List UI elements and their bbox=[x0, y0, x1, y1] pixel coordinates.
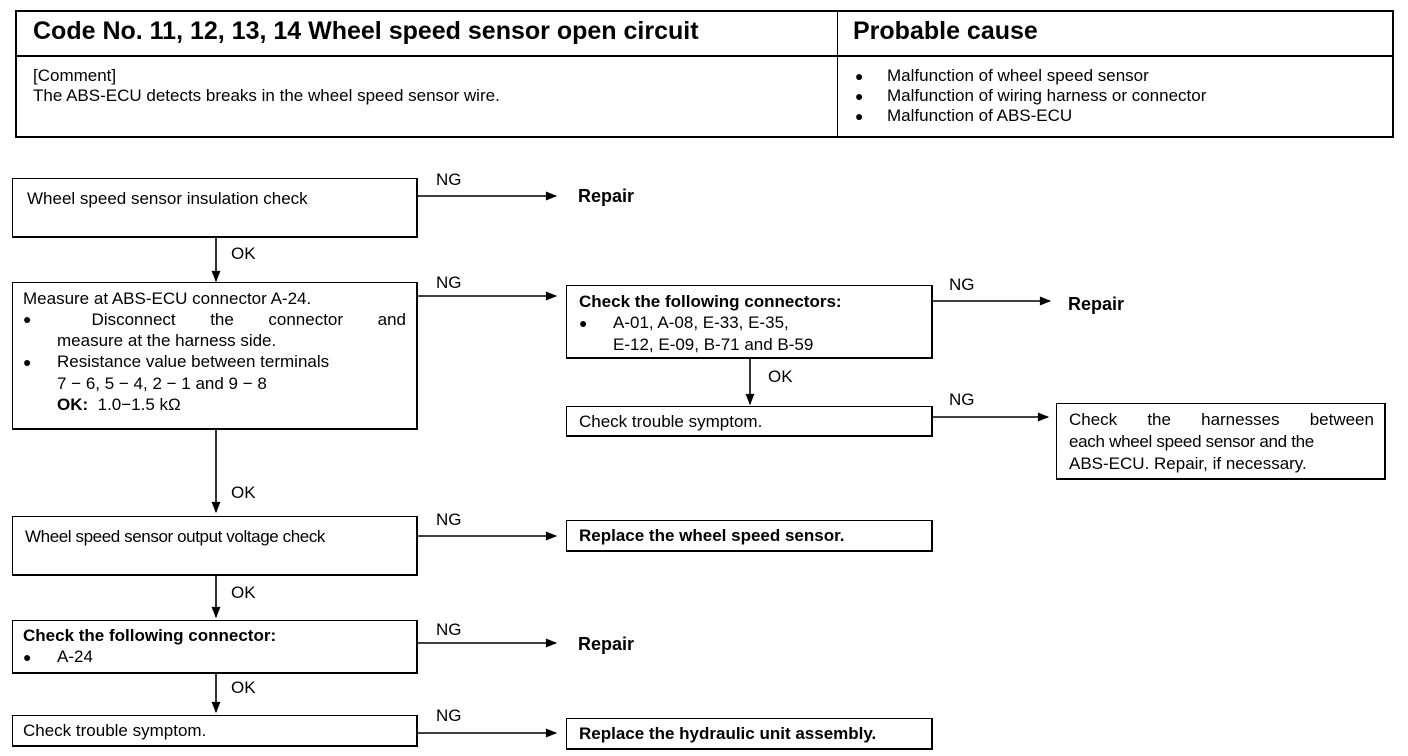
code-title: Code No. 11, 12, 13, 14 Wheel speed sens… bbox=[33, 17, 699, 45]
probable-cause-title: Probable cause bbox=[853, 17, 1038, 45]
ng-label: NG bbox=[949, 390, 975, 409]
header-column-divider bbox=[837, 12, 838, 136]
ok-label: OK bbox=[231, 483, 256, 502]
step-check-trouble-symptom-1: Check trouble symptom. bbox=[566, 406, 933, 437]
ok-label: OK bbox=[231, 678, 256, 697]
comment-text: The ABS-ECU detects breaks in the wheel … bbox=[33, 86, 500, 105]
result-check-harnesses: Check the harnesses between each wheel s… bbox=[1056, 403, 1386, 480]
ng-label: NG bbox=[436, 620, 462, 639]
ng-label: NG bbox=[436, 510, 462, 529]
step-check-connector-a24: Check the following connector: ●A-24 bbox=[12, 620, 418, 674]
ok-label: OK bbox=[768, 367, 793, 386]
step2-bullet-1: ● Disconnect the connector and bbox=[23, 310, 406, 329]
ng-label: NG bbox=[436, 170, 462, 189]
comment-label: [Comment] bbox=[33, 66, 117, 85]
bullet-icon: ● bbox=[855, 88, 864, 104]
ng-label: NG bbox=[949, 275, 975, 294]
bullet-icon: ● bbox=[23, 354, 32, 370]
ok-label: OK bbox=[231, 583, 256, 602]
ng-label: NG bbox=[436, 706, 462, 725]
step-check-connectors: Check the following connectors: ●A-01, A… bbox=[566, 285, 933, 359]
result-repair-3: Repair bbox=[578, 634, 635, 654]
ok-label: OK bbox=[231, 244, 256, 263]
result-replace-wheel-sensor: Replace the wheel speed sensor. bbox=[566, 520, 933, 552]
bullet-icon: ● bbox=[23, 649, 32, 665]
step-measure-connector: Measure at ABS-ECU connector A-24. ● Dis… bbox=[12, 282, 418, 430]
step-check-trouble-symptom-2: Check trouble symptom. bbox=[12, 715, 418, 747]
result-repair-1: Repair bbox=[578, 186, 635, 206]
step-insulation-check: Wheel speed sensor insulation check bbox=[12, 178, 418, 238]
bullet-icon: ● bbox=[855, 108, 864, 124]
bullet-icon: ● bbox=[855, 68, 864, 84]
cause-item: ●Malfunction of wiring harness or connec… bbox=[855, 86, 1207, 105]
step2-bullet-2: ●Resistance value between terminals bbox=[23, 352, 330, 371]
probable-cause-list: ●Malfunction of wheel speed sensor ●Malf… bbox=[853, 66, 1206, 126]
step2-ok-value: OK: 1.0−1.5 kΩ bbox=[57, 395, 181, 414]
cause-item: ●Malfunction of ABS-ECU bbox=[855, 106, 1073, 125]
result-repair-2: Repair bbox=[1068, 294, 1125, 314]
comment-block: [Comment] The ABS-ECU detects breaks in … bbox=[33, 66, 500, 106]
header-divider bbox=[17, 55, 1392, 57]
step-output-voltage-check: Wheel speed sensor output voltage check bbox=[12, 516, 418, 576]
bullet-icon: ● bbox=[579, 315, 588, 331]
bullet-icon: ● bbox=[23, 311, 32, 327]
result-replace-hydraulic-unit: Replace the hydraulic unit assembly. bbox=[566, 718, 933, 750]
cause-item: ●Malfunction of wheel speed sensor bbox=[855, 66, 1149, 85]
ng-label: NG bbox=[436, 273, 462, 292]
header-table: Code No. 11, 12, 13, 14 Wheel speed sens… bbox=[15, 10, 1394, 138]
